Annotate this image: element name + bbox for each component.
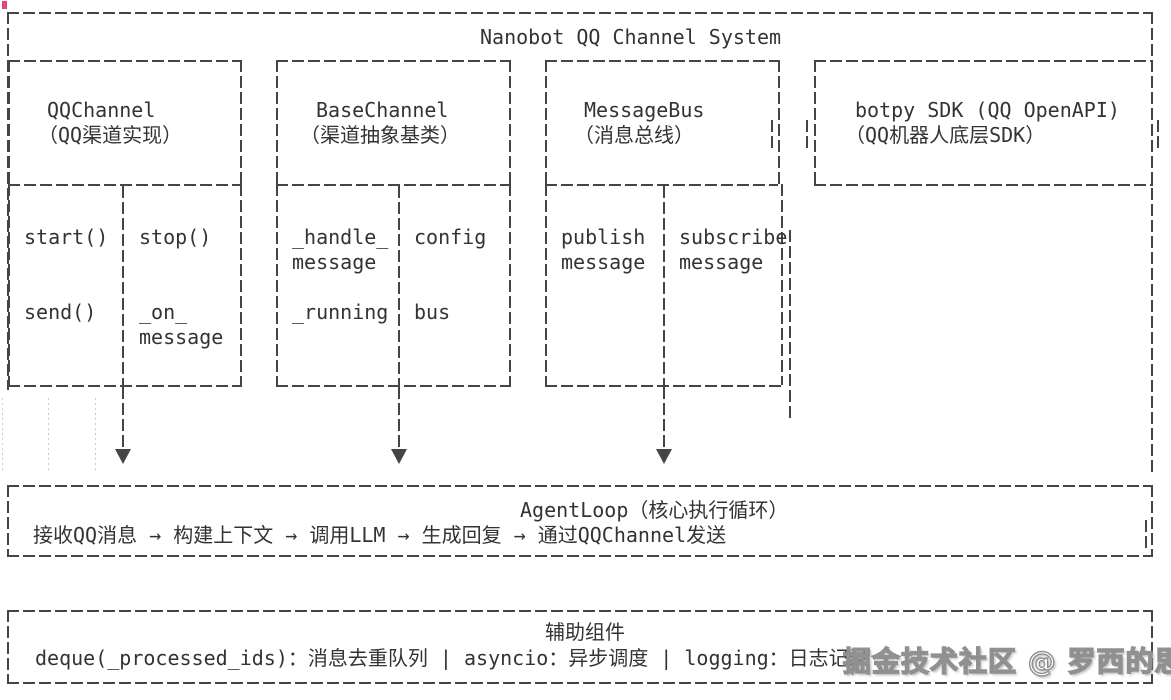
method-label: subscribe: [679, 225, 788, 249]
agentloop-flow: 接收QQ消息 → 构建上下文 → 调用LLM → 生成回复 → 通过QQChan…: [33, 523, 727, 547]
botpy-box-bottom: [814, 184, 1153, 186]
botpy-box-left: [814, 60, 816, 184]
auxiliary-box-bottom: [7, 682, 1153, 684]
agentloop-box-right: [1151, 485, 1153, 557]
messagebus-methods-column-divider: [663, 186, 665, 385]
messagebus-box-right: [778, 60, 780, 184]
auxiliary-box-top: [7, 610, 1153, 612]
arrow-stem-qqchannel: [122, 387, 124, 447]
basechannel-methods-bottom: [276, 385, 511, 387]
method-label: start(): [24, 225, 109, 249]
outer-box-right-border: [1151, 12, 1153, 473]
basechannel-methods-right: [509, 184, 511, 385]
qqchannel-box-left: [8, 60, 10, 184]
basechannel-methods-column-divider: [398, 186, 400, 385]
qqchannel-methods-column-divider: [122, 186, 124, 385]
outer-box-top-border: [7, 12, 1153, 14]
pink-cursor-mark: [2, 1, 7, 9]
qqchannel-subtitle: （QQ渠道实现）: [38, 123, 183, 147]
offset-border-glyph: [1157, 120, 1159, 150]
method-label: bus: [414, 300, 451, 324]
faint-dotted-line: [48, 398, 49, 470]
method-label: message: [561, 250, 646, 274]
qqchannel-methods-left: [8, 184, 10, 385]
messagebus-methods-left: [545, 184, 547, 385]
auxiliary-box-left: [7, 610, 9, 684]
messagebus-title: MessageBus: [584, 98, 705, 122]
agentloop-box-left: [7, 485, 9, 557]
qqchannel-methods-right: [240, 184, 242, 385]
faint-dotted-line: [2, 398, 3, 470]
method-label: publish: [561, 225, 646, 249]
basechannel-title: BaseChannel: [316, 98, 449, 122]
botpy-subtitle: （QQ机器人底层SDK）: [845, 123, 1046, 147]
auxiliary-items: deque(_processed_ids)：消息去重队列 | asyncio：异…: [35, 646, 869, 670]
botpy-box-top: [814, 60, 1153, 62]
offset-border-glyph: [1145, 520, 1147, 548]
qqchannel-methods-bottom: [8, 385, 242, 387]
method-label: _handle_: [292, 225, 389, 249]
arrow-stem-basechannel: [398, 387, 400, 447]
basechannel-methods-left: [276, 184, 278, 385]
messagebus-box-top: [545, 60, 778, 62]
messagebus-methods-right: [781, 184, 783, 385]
botpy-title: botpy SDK (QQ OpenAPI): [855, 98, 1120, 122]
agentloop-box-top: [7, 485, 1153, 487]
basechannel-box-left: [276, 60, 278, 184]
auxiliary-box-right: [1151, 610, 1153, 684]
method-label: _on_: [139, 300, 188, 324]
method-label: stop(): [139, 225, 212, 249]
method-label: _running: [292, 300, 389, 324]
offset-border-glyph: [789, 230, 791, 420]
method-label: message: [292, 250, 377, 274]
arrow-head-icon: [656, 449, 672, 464]
qqchannel-title: QQChannel: [47, 98, 156, 122]
method-label: message: [139, 325, 224, 349]
agentloop-title: AgentLoop（核心执行循环）: [520, 498, 789, 522]
arrow-head-icon: [391, 449, 407, 464]
qqchannel-box-divider: [8, 184, 240, 186]
messagebus-box-divider: [545, 184, 778, 186]
botpy-box-right: [1151, 60, 1153, 184]
messagebus-subtitle: （消息总线）: [574, 123, 694, 147]
method-label: message: [679, 250, 764, 274]
basechannel-box-divider: [276, 184, 509, 186]
auxiliary-title: 辅助组件: [545, 620, 625, 644]
system-title: Nanobot QQ Channel System: [480, 25, 782, 49]
messagebus-methods-bottom: [545, 385, 783, 387]
qqchannel-box-top: [8, 60, 240, 62]
arrow-stem-messagebus: [663, 387, 665, 447]
basechannel-subtitle: （渠道抽象基类）: [300, 123, 460, 147]
agentloop-box-bottom: [7, 555, 1153, 557]
offset-border-glyph: [806, 120, 808, 150]
qqchannel-box-right: [240, 60, 242, 184]
method-label: send(): [24, 300, 97, 324]
messagebus-box-left: [545, 60, 547, 184]
faint-dotted-line: [95, 398, 96, 470]
watermark-text: 掘金技术社区 @ 罗西的思考: [842, 644, 1171, 678]
method-label: config: [414, 225, 487, 249]
basechannel-box-right: [509, 60, 511, 184]
basechannel-box-top: [276, 60, 509, 62]
offset-border-glyph: [771, 120, 773, 150]
arrow-head-icon: [115, 449, 131, 464]
